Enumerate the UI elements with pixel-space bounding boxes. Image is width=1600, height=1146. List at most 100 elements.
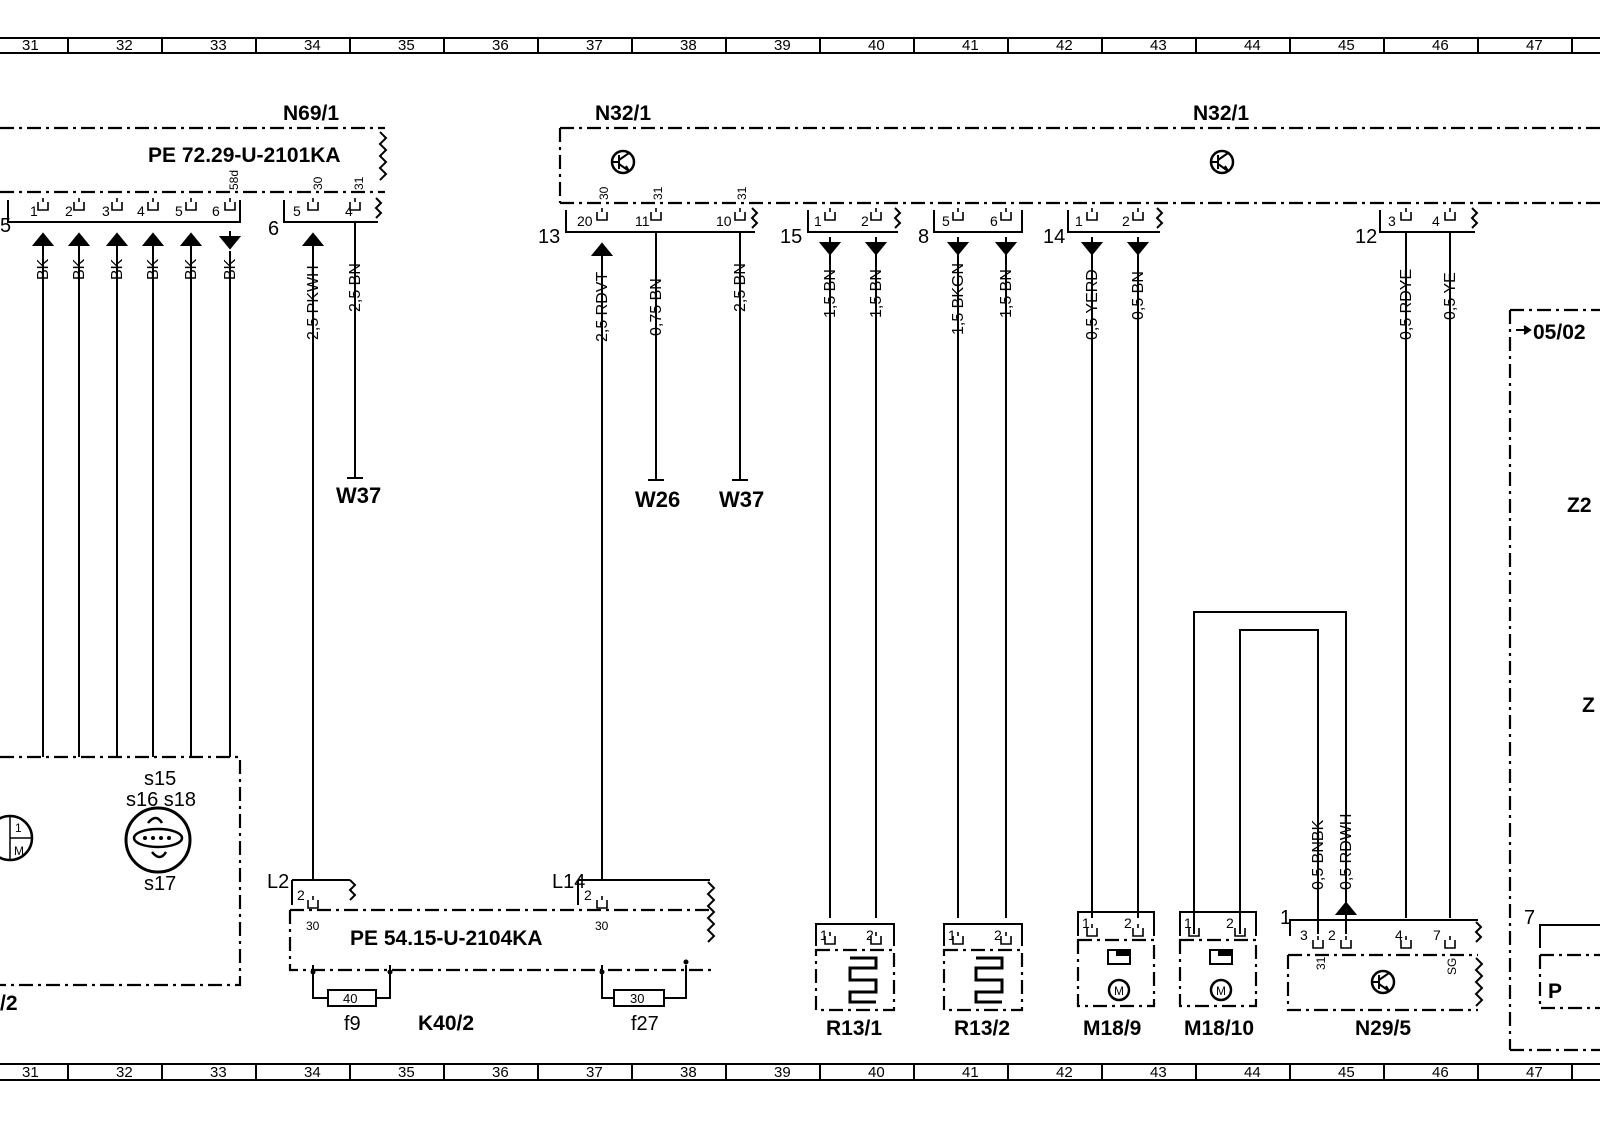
bottom-ruler-column-46: 46 bbox=[1432, 1064, 1449, 1081]
top-ruler-column-38: 38 bbox=[680, 37, 697, 54]
label-n69-1: N69/1 bbox=[283, 102, 339, 125]
svg-text:3: 3 bbox=[1300, 927, 1308, 943]
ref-pe-54-15: PE 54.15-U-2104KA bbox=[350, 927, 543, 950]
top-ruler-column-33: 33 bbox=[210, 37, 227, 54]
svg-text:1: 1 bbox=[948, 927, 956, 943]
wire-0-5-rdwh: 0,5 RDWH bbox=[1338, 814, 1355, 890]
wire-2-5-pkwh: 2,5 PKWH bbox=[305, 265, 322, 340]
svg-text:1: 1 bbox=[1082, 915, 1090, 931]
wire-1-5-bn-3: 1,5 BN bbox=[998, 269, 1015, 318]
switch-label-s16-s18: s16 s18 bbox=[126, 789, 196, 811]
wire-bk-4: BK bbox=[145, 258, 162, 280]
svg-text:2: 2 bbox=[861, 213, 869, 229]
svg-text:31: 31 bbox=[735, 186, 749, 200]
seat-switch-group: /2 1 M s15 s16 s18 s17 bbox=[0, 755, 242, 1015]
svg-text:2: 2 bbox=[866, 927, 874, 943]
svg-text:L2: L2 bbox=[267, 871, 289, 893]
svg-text:2: 2 bbox=[65, 203, 73, 219]
wire-bk-2: BK bbox=[71, 258, 88, 280]
svg-text:4: 4 bbox=[1432, 213, 1440, 229]
bottom-ruler-column-31: 31 bbox=[22, 1064, 39, 1081]
bottom-ruler-column-42: 42 bbox=[1056, 1064, 1073, 1081]
label-m18-9: M18/9 bbox=[1083, 1017, 1141, 1040]
fuse-label-f9: f9 bbox=[344, 1013, 361, 1035]
svg-text:58d: 58d bbox=[227, 170, 241, 190]
ground-w26: W26 bbox=[635, 487, 680, 512]
svg-text:30: 30 bbox=[597, 186, 611, 200]
label-left-partial: /2 bbox=[0, 992, 18, 1015]
wire-0-5-ye: 0,5 YE bbox=[1442, 272, 1459, 320]
svg-text:8: 8 bbox=[918, 226, 929, 248]
svg-text:M: M bbox=[14, 844, 24, 858]
svg-text:1: 1 bbox=[1075, 213, 1083, 229]
bottom-ruler-column-45: 45 bbox=[1338, 1064, 1355, 1081]
svg-text:1: 1 bbox=[820, 927, 828, 943]
svg-text:2: 2 bbox=[994, 927, 1002, 943]
top-ruler-column-39: 39 bbox=[774, 37, 791, 54]
wire-2-5-bn-a: 2,5 BN bbox=[347, 263, 364, 312]
svg-text:1: 1 bbox=[30, 203, 38, 219]
svg-text:4: 4 bbox=[345, 203, 353, 219]
top-ruler-column-41: 41 bbox=[962, 37, 979, 54]
svg-text:M: M bbox=[1114, 984, 1124, 998]
label-z2: Z2 bbox=[1567, 494, 1592, 517]
svg-text:6: 6 bbox=[212, 203, 220, 219]
svg-text:31: 31 bbox=[352, 176, 366, 190]
bottom-ruler-column-32: 32 bbox=[116, 1064, 133, 1081]
top-ruler-column-45: 45 bbox=[1338, 37, 1355, 54]
svg-text:11: 11 bbox=[635, 213, 650, 229]
wire-bk-5: BK bbox=[183, 258, 200, 280]
svg-text:20: 20 bbox=[577, 213, 593, 229]
ground-w37-a: W37 bbox=[336, 483, 381, 508]
n69-pins: 1 2 3 4 5 6 58d 5 30 4 31 BK BK BK BK BK… bbox=[30, 170, 381, 880]
label-z-partial: Z bbox=[1582, 694, 1595, 717]
ground-w37-b: W37 bbox=[719, 487, 764, 512]
module-n32-1: N32/1 N32/1 bbox=[558, 102, 1600, 205]
bottom-ruler-column-36: 36 bbox=[492, 1064, 509, 1081]
top-ruler-column-46: 46 bbox=[1432, 37, 1449, 54]
svg-text:30: 30 bbox=[630, 991, 644, 1006]
svg-text:13: 13 bbox=[538, 226, 560, 248]
bottom-ruler-column-39: 39 bbox=[774, 1064, 791, 1081]
svg-text:2: 2 bbox=[1328, 927, 1336, 943]
module-n29-5: 1 3 2 4 7 31 SG N29/5 0,5 BNBK 0,5 RDWH bbox=[1280, 814, 1484, 1040]
svg-text:31: 31 bbox=[651, 186, 665, 200]
right-partial-module: 05/02 Z2 Z 7 P bbox=[1508, 308, 1600, 1052]
heater-r13-2: 1 2 R13/2 bbox=[942, 923, 1024, 1040]
ref-pe-72-29: PE 72.29-U-2101KA bbox=[148, 144, 341, 167]
svg-text:30: 30 bbox=[306, 919, 320, 933]
bottom-ruler-column-35: 35 bbox=[398, 1064, 415, 1081]
wire-1-5-bn-1: 1,5 BN bbox=[822, 269, 839, 318]
svg-text:1: 1 bbox=[814, 213, 822, 229]
bottom-ruler-column-38: 38 bbox=[680, 1064, 697, 1081]
svg-text:6: 6 bbox=[990, 213, 998, 229]
svg-text:4: 4 bbox=[1395, 927, 1403, 943]
svg-text:4: 4 bbox=[137, 203, 145, 219]
top-ruler-column-47: 47 bbox=[1526, 37, 1543, 54]
label-k40-2: K40/2 bbox=[418, 1012, 474, 1035]
bottom-ruler-column-44: 44 bbox=[1244, 1064, 1261, 1081]
svg-text:30: 30 bbox=[595, 919, 609, 933]
label-n29-5: N29/5 bbox=[1355, 1017, 1411, 1040]
svg-text:5: 5 bbox=[175, 203, 183, 219]
wire-bk-1: BK bbox=[35, 258, 52, 280]
module-k40-2: L2 L14 2 30 2 30 PE 54.15-U-2104KA 40 f9… bbox=[267, 871, 716, 1035]
motor-m18-9: 1 2 M M18/9 bbox=[1076, 911, 1156, 1040]
label-r13-1: R13/1 bbox=[826, 1017, 882, 1040]
bottom-ruler-column-43: 43 bbox=[1150, 1064, 1167, 1081]
wire-0-5-rdye: 0,5 RDYE bbox=[1398, 269, 1415, 340]
svg-text:7: 7 bbox=[1433, 927, 1441, 943]
svg-text:2: 2 bbox=[1226, 915, 1234, 931]
connector-6-label: 6 bbox=[268, 218, 279, 240]
top-ruler-column-43: 43 bbox=[1150, 37, 1167, 54]
svg-text:31: 31 bbox=[1314, 956, 1328, 970]
top-ruler-column-44: 44 bbox=[1244, 37, 1261, 54]
svg-text:10: 10 bbox=[716, 213, 732, 229]
wire-2-5-rdvt: 2,5 RDVT bbox=[594, 272, 611, 342]
connector-5-label: 5 bbox=[0, 215, 11, 237]
label-n32-1-right: N32/1 bbox=[1193, 102, 1249, 125]
n32-connectors: 13 20 11 10 30 31 31 2,5 RDVT 0,75 BN 2,… bbox=[538, 186, 1479, 918]
svg-text:1: 1 bbox=[15, 821, 22, 835]
